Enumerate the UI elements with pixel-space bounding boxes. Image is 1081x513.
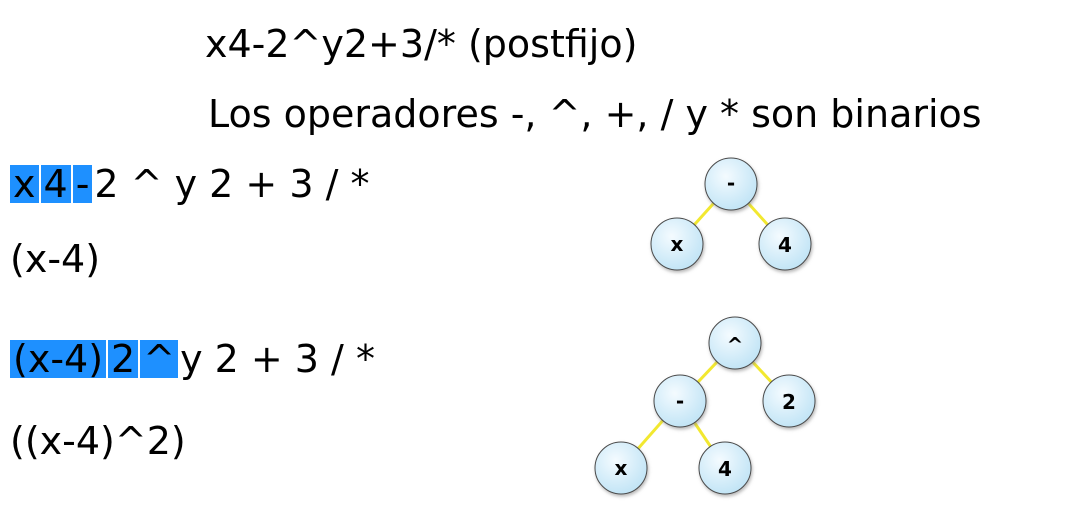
highlighted-token: x [10, 165, 39, 203]
title: x4-2^y2+3/* (postfijo) [205, 22, 638, 66]
node-label: - [727, 171, 735, 195]
tree-node-left-left: x [594, 441, 648, 495]
remaining-tokens: y 2 + 3 / * [180, 337, 375, 381]
tree-2: ^ - 2 x 4 [594, 316, 816, 495]
remaining-tokens: 2 ^ y 2 + 3 / * [94, 162, 370, 206]
node-label: ^ [727, 333, 744, 357]
infix-result-2: ((x-4)^2) [10, 419, 186, 463]
tree-node-root: ^ [708, 316, 762, 370]
highlighted-token: - [72, 165, 93, 203]
infix-result-1: (x-4) [10, 237, 101, 281]
postfix-step-2: (x-4)2^y 2 + 3 / * [10, 340, 375, 378]
tree-1: - x 4 [650, 157, 812, 271]
highlighted-token: ^ [140, 340, 179, 378]
tree-node-left: - [653, 374, 707, 428]
node-label: 4 [718, 457, 732, 481]
tree-node-left: x [650, 217, 704, 271]
node-label: x [671, 232, 684, 256]
highlighted-token: 4 [40, 165, 71, 203]
highlighted-token: 2 [108, 340, 139, 378]
node-label: 4 [778, 233, 792, 257]
tree-node-right: 4 [758, 217, 812, 271]
tree-node-right: 2 [762, 374, 816, 428]
tree-node-left-right: 4 [698, 441, 752, 495]
node-label: x [615, 456, 628, 480]
node-label: 2 [782, 390, 796, 414]
subtitle: Los operadores -, ^, +, / y * son binari… [208, 92, 982, 136]
node-label: - [676, 389, 684, 413]
tree-node-root: - [704, 157, 758, 211]
highlighted-token: (x-4) [10, 340, 107, 378]
